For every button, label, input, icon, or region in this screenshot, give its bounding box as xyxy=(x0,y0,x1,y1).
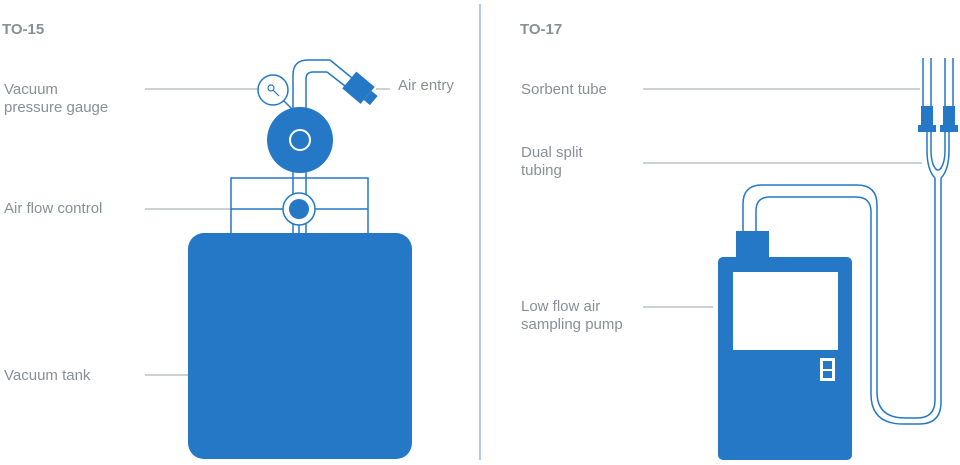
vacuum-tank-label: Vacuum tank xyxy=(4,367,91,384)
gauge-label-line1: Vacuum xyxy=(4,81,58,98)
pump-label-line2: sampling pump xyxy=(521,316,623,333)
sampling-tubing xyxy=(742,178,942,425)
pump-screen xyxy=(733,272,838,350)
pump-label-line1: Low flow air xyxy=(521,298,601,315)
inlet-tube-left xyxy=(292,59,330,233)
air-entry-nozzle xyxy=(342,71,378,106)
sorbent-cap-right xyxy=(943,106,955,126)
dual-split-label-line1: Dual split xyxy=(521,144,583,161)
dual-split-tubing xyxy=(926,132,950,179)
gauge-needle xyxy=(272,89,280,97)
to17-title: TO-17 xyxy=(520,21,563,38)
vacuum-tank xyxy=(188,233,412,459)
valve-center xyxy=(289,129,311,151)
inlet-tube-elbow xyxy=(326,59,353,87)
sorbent-cap-left xyxy=(921,106,933,126)
inlet-tube-right xyxy=(305,71,327,233)
gauge-label-line2: pressure gauge xyxy=(4,99,109,116)
dual-split-label-line2: tubing xyxy=(521,162,562,179)
sorbent-tube-label: Sorbent tube xyxy=(521,81,607,98)
to17-leader-lines xyxy=(643,88,922,308)
valve-bracket xyxy=(230,177,369,233)
pump-switch-upper xyxy=(823,361,832,369)
pump-connector xyxy=(736,231,769,258)
flow-control-label: Air flow control xyxy=(4,200,103,217)
air-entry-label: Air entry xyxy=(398,77,454,94)
flow-control-knob xyxy=(289,199,309,219)
to15-title: TO-15 xyxy=(2,21,45,38)
sorbent-collar-right xyxy=(940,125,958,132)
gauge-needle-pivot xyxy=(267,84,275,92)
sorbent-collar-left xyxy=(918,125,936,132)
pump-switch-lower xyxy=(823,371,832,378)
